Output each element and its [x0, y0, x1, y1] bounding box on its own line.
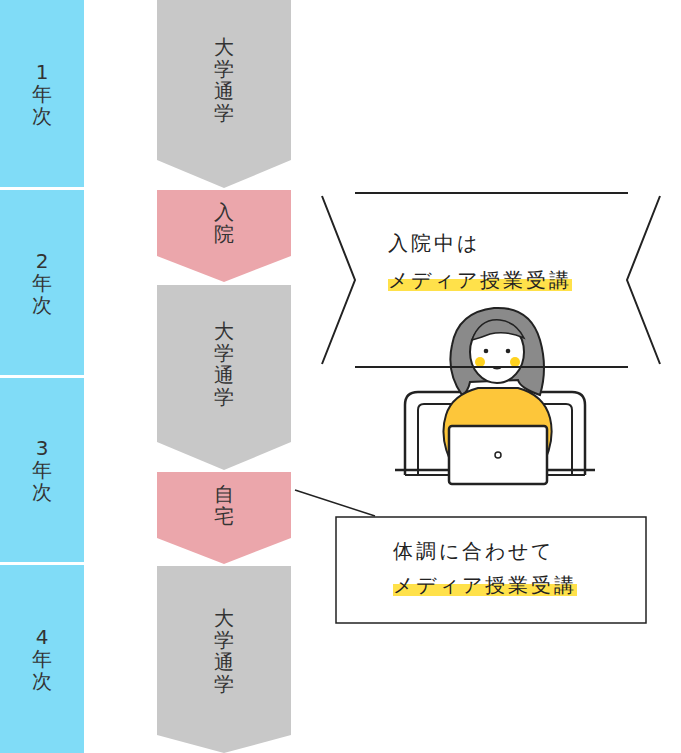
stage-label: 大学通学	[214, 36, 234, 124]
stage-label: 大学通学	[214, 320, 234, 408]
year-band: 1年次	[0, 0, 84, 187]
year-band: 2年次	[0, 190, 84, 375]
year-band: 4年次	[0, 565, 84, 753]
highlighted-text: メディア授業受講	[388, 267, 572, 294]
timeline-chevron: 大学通学	[157, 0, 291, 188]
timeline-chevron: 大学通学	[157, 566, 291, 753]
year-label: 3年次	[32, 437, 52, 503]
year-band: 3年次	[0, 378, 84, 562]
highlighted-text: メディア授業受講	[393, 572, 577, 599]
stage-label: 自宅	[214, 483, 234, 527]
timeline-chevron: 入院	[157, 190, 291, 282]
leader-line	[295, 490, 375, 516]
year-label: 2年次	[32, 250, 52, 316]
speech-callout: 入院中はメディア授業受講	[318, 190, 664, 370]
timeline-chevron: 大学通学	[157, 285, 291, 470]
callout-text: 体調に合わせて	[393, 538, 554, 565]
stage-label: 大学通学	[214, 607, 234, 695]
year-label: 1年次	[32, 61, 52, 127]
callout-text: 入院中は	[388, 230, 480, 257]
stage-label: 入院	[214, 201, 234, 245]
timeline-chevron: 自宅	[157, 472, 291, 564]
callout-outline	[335, 516, 647, 624]
year-label: 4年次	[32, 626, 52, 692]
note-box: 体調に合わせてメディア授業受講	[335, 516, 647, 624]
